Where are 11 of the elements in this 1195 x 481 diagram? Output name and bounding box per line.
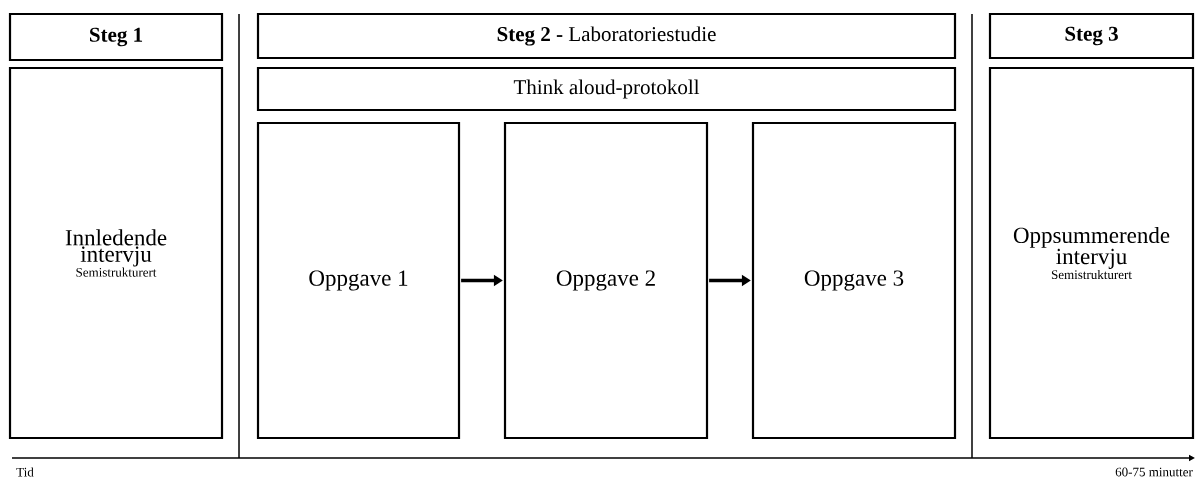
step-header: Steg 2 - Laboratoriestudie [256,12,957,60]
stage-box: Innledende intervju Semistrukturert [8,66,224,440]
step-header: Steg 3 [988,12,1195,60]
axis-label: 60-75 minutter [1115,467,1193,477]
stage-box: Oppsummerende intervju Semistrukturert [988,66,1195,440]
protocol-band: Think aloud-protokoll [256,66,957,112]
axis-label: Tid [16,467,34,477]
stage-box: Oppgave 2 [503,121,709,440]
step-header: Steg 1 [8,12,224,62]
stage-box: Oppgave 3 [751,121,957,440]
stage-box: Oppgave 1 [256,121,461,440]
